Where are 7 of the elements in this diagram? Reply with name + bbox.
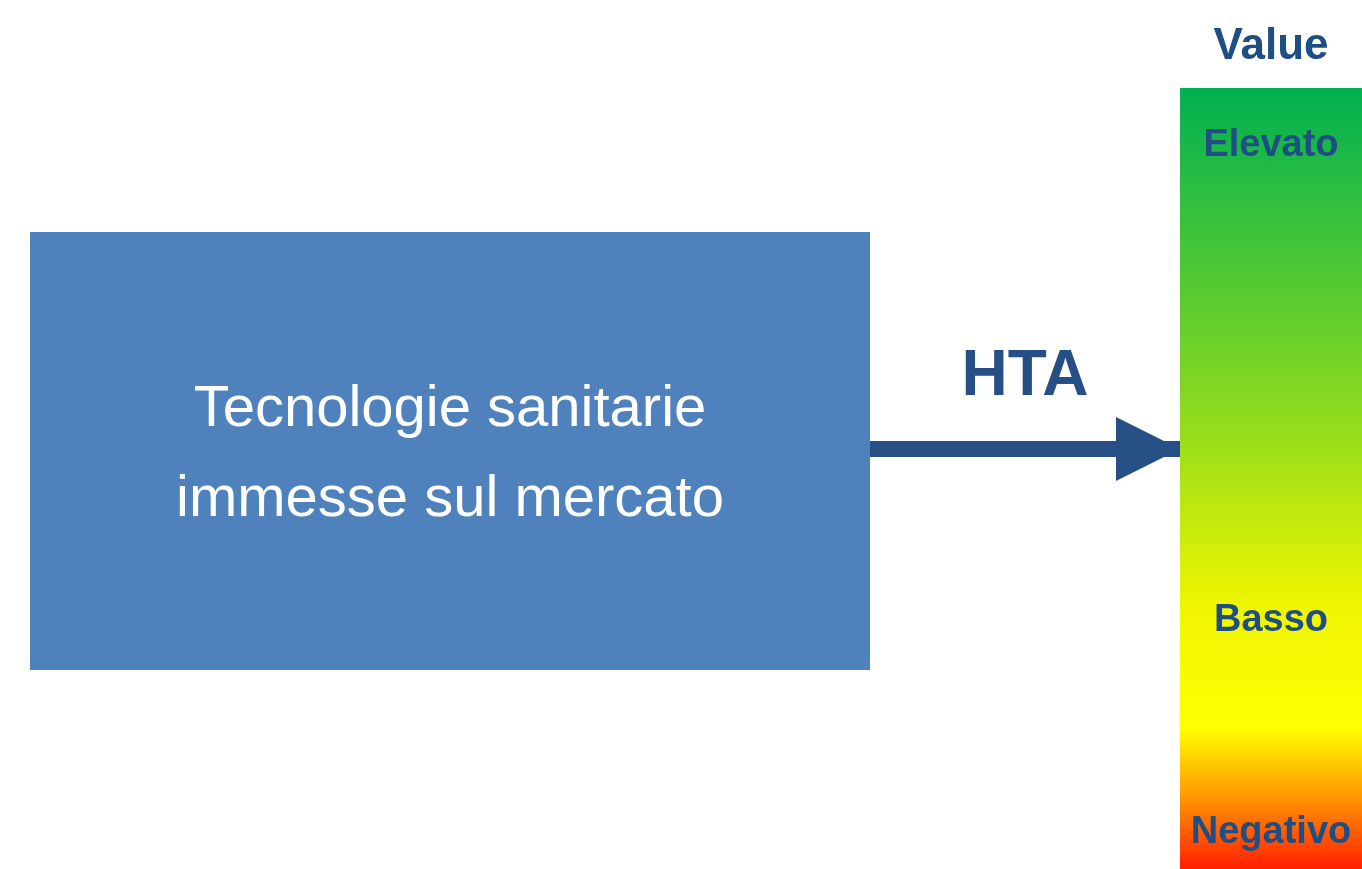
box-text: Tecnologie sanitarie immesse sul mercato [175, 372, 725, 530]
scale-level: Basso [1212, 596, 1330, 641]
scale-level: Elevato [1202, 121, 1340, 166]
scale-level: Negativo [1189, 808, 1353, 853]
arrow [870, 417, 1180, 481]
process-box [30, 232, 870, 670]
scale-title: Value [1212, 18, 1330, 70]
